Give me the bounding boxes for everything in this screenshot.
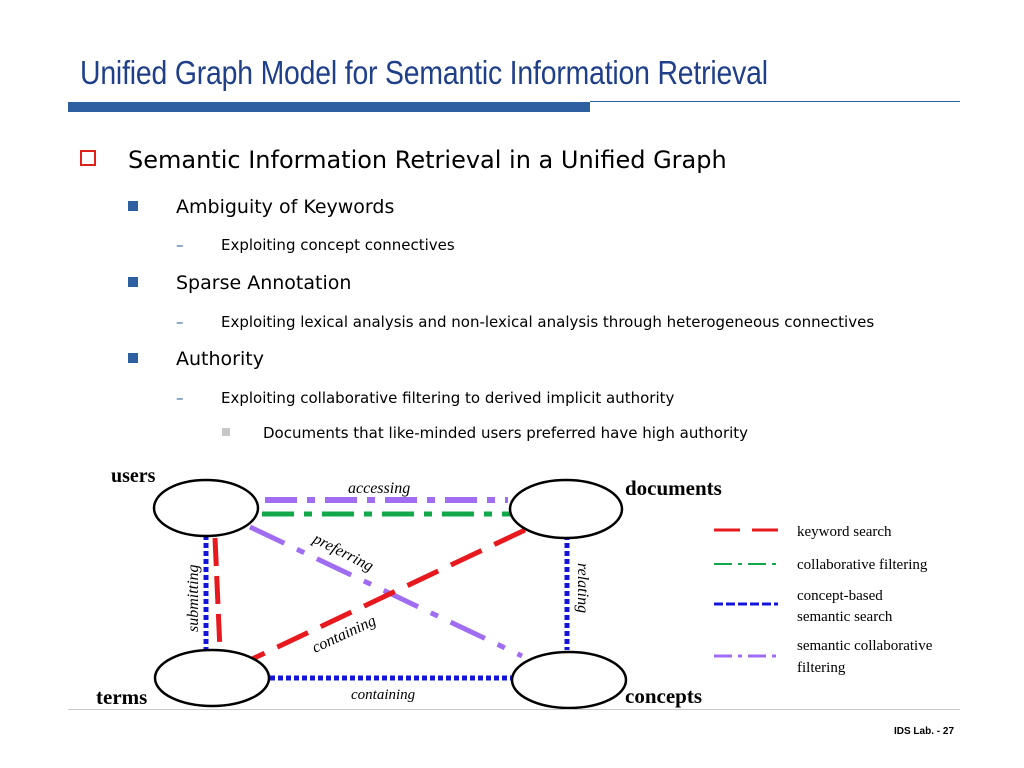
slide-title: Unified Graph Model for Semantic Informa… <box>80 54 768 91</box>
node-terms <box>153 648 271 708</box>
bullet-authority-text: Authority <box>176 348 264 370</box>
hollow-square-bullet-icon <box>80 150 96 166</box>
edge-containing-diag-label: containing <box>310 612 379 656</box>
square-bullet-icon <box>128 200 138 211</box>
edge-accessing-label: accessing <box>348 480 410 497</box>
footer-divider <box>68 709 960 710</box>
node-documents <box>508 478 624 540</box>
dash-bullet-icon: – <box>176 236 184 254</box>
bullet-ambiguity-sub: – Exploiting concept connectives <box>176 236 455 254</box>
title-underline-line <box>590 101 960 102</box>
square-bullet-icon <box>128 352 138 363</box>
bullet-main-text: Semantic Information Retrieval in a Unif… <box>128 146 727 174</box>
bullet-sparse-sub-text: Exploiting lexical analysis and non-lexi… <box>221 313 875 331</box>
node-documents-label: documents <box>625 476 722 500</box>
bullet-sparse-sub: – Exploiting lexical analysis and non-lex… <box>176 313 874 331</box>
legend-concept-label-2: semantic search <box>797 609 893 625</box>
legend-semantic-collab-label-2: filtering <box>797 660 846 676</box>
dash-bullet-icon: – <box>176 389 184 407</box>
bullet-authority-sub: – Exploiting collaborative filtering to d… <box>176 389 674 407</box>
node-users <box>152 478 260 538</box>
legend: keyword search collaborative filtering c… <box>714 524 933 676</box>
grey-square-bullet-icon <box>222 427 230 436</box>
edge-relating-label: relating <box>574 563 591 613</box>
bullet-sparse-text: Sparse Annotation <box>176 272 352 294</box>
bullet-authority: Authority <box>128 348 264 370</box>
legend-keyword-label: keyword search <box>797 524 892 540</box>
node-users-label: users <box>111 465 156 487</box>
bullet-main: Semantic Information Retrieval in a Unif… <box>80 146 727 174</box>
node-terms-label: terms <box>96 685 147 709</box>
node-concepts <box>510 650 628 710</box>
bullet-ambiguity: Ambiguity of Keywords <box>128 196 394 218</box>
bullet-authority-sub-sub-text: Documents that like-minded users preferr… <box>263 424 749 442</box>
edge-submitting-red <box>212 537 223 651</box>
legend-semantic-collab-label-1: semantic collaborative <box>797 638 933 654</box>
edge-preferring <box>248 524 524 659</box>
title-underline-bar <box>68 102 590 112</box>
bullet-sparse: Sparse Annotation <box>128 272 351 294</box>
edge-submitting-label: submitting <box>185 564 202 632</box>
edge-containing-bottom-label: containing <box>351 687 416 703</box>
edge-containing-diag <box>248 527 527 663</box>
node-concepts-label: concepts <box>625 684 702 708</box>
legend-concept-label-1: concept-based <box>797 588 883 604</box>
bullet-ambiguity-sub-text: Exploiting concept connectives <box>221 236 455 254</box>
legend-collab-label: collaborative filtering <box>797 557 928 573</box>
bullet-authority-sub-sub: Documents that like-minded users preferr… <box>222 424 748 442</box>
square-bullet-icon <box>128 276 138 287</box>
dash-bullet-icon: – <box>176 313 184 331</box>
bullet-authority-sub-text: Exploiting collaborative filtering to de… <box>221 389 675 407</box>
footer-page-number: IDS Lab. - 27 <box>893 726 954 737</box>
bullet-ambiguity-text: Ambiguity of Keywords <box>176 196 395 218</box>
